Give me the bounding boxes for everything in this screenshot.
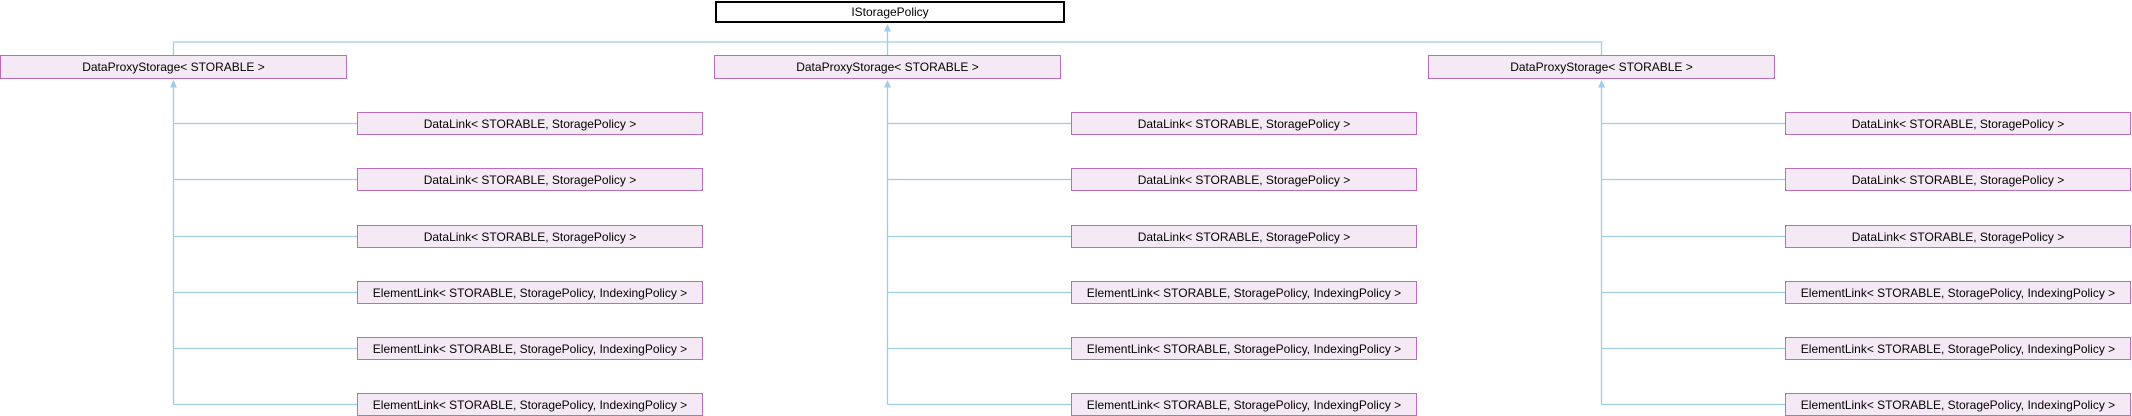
arrow-up-parent-1-icon	[170, 80, 177, 88]
class-node-istoragepolicy[interactable]: IStoragePolicy	[715, 1, 1065, 23]
class-node-datalink-1-3[interactable]: DataLink< STORABLE, StoragePolicy >	[357, 225, 703, 248]
class-node-dataproxystorage-3[interactable]: DataProxyStorage< STORABLE >	[1428, 55, 1775, 79]
arrow-up-parent-2-icon	[884, 80, 891, 88]
class-node-elementlink-1-3[interactable]: ElementLink< STORABLE, StoragePolicy, In…	[357, 393, 703, 416]
class-node-datalink-2-3[interactable]: DataLink< STORABLE, StoragePolicy >	[1071, 225, 1417, 248]
class-node-datalink-3-3[interactable]: DataLink< STORABLE, StoragePolicy >	[1785, 225, 2131, 248]
class-node-elementlink-2-1[interactable]: ElementLink< STORABLE, StoragePolicy, In…	[1071, 281, 1417, 304]
class-node-datalink-3-2[interactable]: DataLink< STORABLE, StoragePolicy >	[1785, 168, 2131, 191]
class-node-elementlink-3-1[interactable]: ElementLink< STORABLE, StoragePolicy, In…	[1785, 281, 2131, 304]
class-node-datalink-2-2[interactable]: DataLink< STORABLE, StoragePolicy >	[1071, 168, 1417, 191]
class-node-elementlink-2-3[interactable]: ElementLink< STORABLE, StoragePolicy, In…	[1071, 393, 1417, 416]
class-node-datalink-3-1[interactable]: DataLink< STORABLE, StoragePolicy >	[1785, 112, 2131, 135]
class-node-datalink-1-1[interactable]: DataLink< STORABLE, StoragePolicy >	[357, 112, 703, 135]
arrow-up-parent-3-icon	[1598, 80, 1605, 88]
class-node-dataproxystorage-2[interactable]: DataProxyStorage< STORABLE >	[714, 55, 1061, 79]
class-node-dataproxystorage-1[interactable]: DataProxyStorage< STORABLE >	[0, 55, 347, 79]
class-node-elementlink-1-1[interactable]: ElementLink< STORABLE, StoragePolicy, In…	[357, 281, 703, 304]
class-node-elementlink-2-2[interactable]: ElementLink< STORABLE, StoragePolicy, In…	[1071, 337, 1417, 360]
class-node-elementlink-3-3[interactable]: ElementLink< STORABLE, StoragePolicy, In…	[1785, 393, 2131, 416]
class-node-datalink-2-1[interactable]: DataLink< STORABLE, StoragePolicy >	[1071, 112, 1417, 135]
class-node-elementlink-1-2[interactable]: ElementLink< STORABLE, StoragePolicy, In…	[357, 337, 703, 360]
arrow-up-root-icon	[884, 24, 891, 32]
class-node-elementlink-3-2[interactable]: ElementLink< STORABLE, StoragePolicy, In…	[1785, 337, 2131, 360]
class-node-datalink-1-2[interactable]: DataLink< STORABLE, StoragePolicy >	[357, 168, 703, 191]
